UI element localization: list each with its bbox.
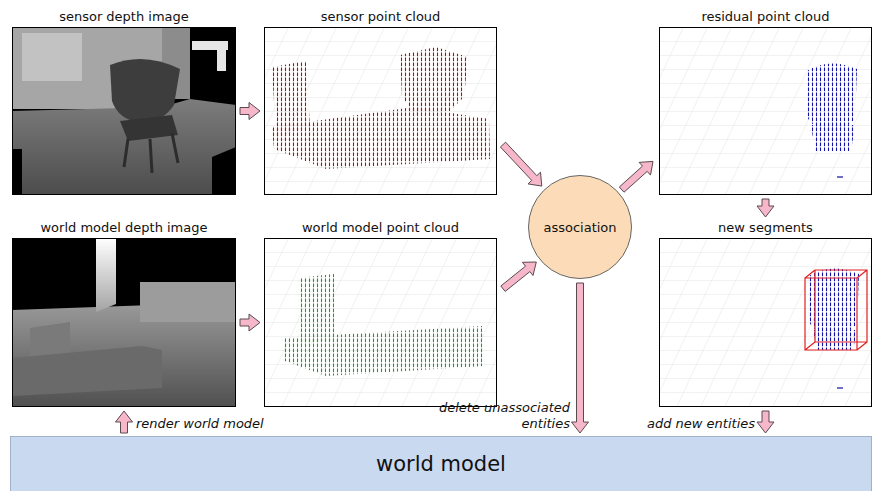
sensor-depth-picture-part (124, 133, 178, 173)
depth-image-panel: sensor depth image (12, 27, 236, 195)
world-depth-picture-part (96, 238, 116, 312)
sensor-depth-picture-part (217, 41, 226, 71)
block-arrow (572, 283, 589, 433)
sensor-depth-picture-part (22, 33, 82, 81)
sensor-depth-picture-part (110, 59, 180, 123)
world-depth-picture (12, 238, 236, 407)
block-arrow (240, 103, 260, 120)
node-label: association (543, 220, 616, 235)
point-cloud-panel: sensor point cloud (264, 27, 497, 195)
segment-cloud-picture-part (809, 268, 859, 350)
sensor-cloud-picture (264, 27, 497, 195)
sensor-depth-picture (12, 27, 236, 195)
block-arrow (500, 142, 541, 186)
world-cloud-picture-part (264, 238, 497, 407)
residual-cloud-picture-part (811, 125, 855, 151)
block-arrow (116, 411, 133, 433)
segment-cloud-picture-part-part (813, 330, 857, 350)
edge-label: delete unassociated entities (423, 400, 570, 432)
panel-heading: sensor point cloud (321, 9, 441, 25)
point-cloud-panel: residual point cloud (659, 27, 872, 195)
block-arrow (757, 199, 774, 217)
residual-cloud-picture-part (837, 176, 843, 177)
edge-label: add new entities (647, 416, 755, 432)
panel-heading: world model point cloud (302, 220, 459, 236)
residual-cloud-picture-part (659, 27, 872, 195)
sensor-cloud-picture-part (264, 27, 497, 195)
world-depth-picture-part (12, 346, 162, 396)
segment-cloud-picture (659, 238, 872, 407)
panel-heading: new segments (718, 220, 813, 236)
band-label: world model (376, 452, 506, 476)
segment-cloud-picture-part (805, 270, 867, 350)
point-cloud-panel: world model point cloud (264, 238, 497, 407)
residual-cloud-picture-part (807, 63, 857, 131)
world-cloud-picture-part (282, 326, 484, 376)
depth-image-panel: world model depth image (12, 238, 236, 407)
world-model-band: world model (10, 436, 872, 491)
block-arrow (619, 161, 653, 192)
world-depth-picture-part (140, 282, 236, 322)
world-cloud-picture (264, 238, 497, 407)
panel-heading: sensor depth image (59, 9, 189, 25)
world-depth-picture-part (12, 238, 236, 407)
block-arrow (240, 314, 260, 331)
point-cloud-panel: new segments (659, 238, 872, 407)
block-arrow (501, 262, 537, 291)
edge-label: render world model (136, 416, 264, 432)
sensor-depth-picture-part (120, 115, 178, 141)
sensor-cloud-picture-part (272, 107, 490, 169)
panel-heading: world model depth image (40, 220, 207, 236)
block-arrow (757, 411, 774, 433)
process-circle: association (528, 175, 632, 279)
residual-cloud-picture (659, 27, 872, 195)
sensor-depth-picture-part (12, 149, 22, 195)
sensor-cloud-picture-part (400, 47, 468, 113)
segment-cloud-picture-part (659, 238, 872, 407)
sensor-depth-picture-part (12, 27, 236, 195)
segment-cloud-picture-part (837, 387, 843, 388)
panel-heading: residual point cloud (701, 9, 829, 25)
world-cloud-picture-part (298, 274, 334, 344)
